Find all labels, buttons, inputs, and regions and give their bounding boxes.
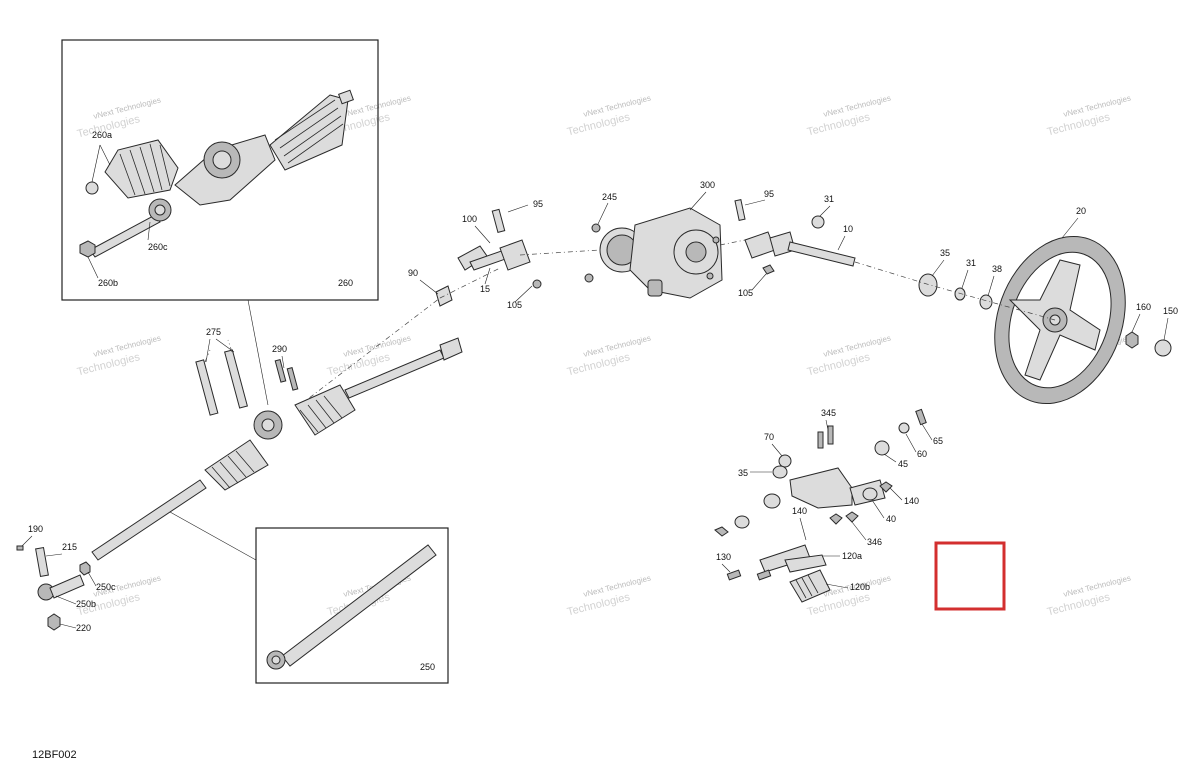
tie-rod-end [16, 545, 91, 631]
callout-260a: 260a [92, 130, 112, 140]
callout-250: 250 [420, 662, 435, 672]
callout-95-upper: 95 [764, 189, 774, 199]
callout-260b: 260b [98, 278, 118, 288]
steering-wheel-20 [994, 235, 1126, 405]
upper-shaft-10 [734, 199, 856, 275]
callout-45: 45 [898, 459, 908, 469]
detail-260-leader [247, 299, 269, 406]
callout-120b: 120b [850, 582, 870, 592]
callout-105-upper: 105 [738, 288, 753, 298]
callout-260c: 260c [148, 242, 168, 252]
callout-95: 95 [533, 199, 543, 209]
steering-rack-main [91, 337, 463, 561]
callout-220: 220 [76, 623, 91, 633]
assembly-centerline [299, 239, 1056, 406]
boot-260a [85, 139, 179, 199]
callout-290: 290 [272, 344, 287, 354]
callout-35-bracket: 35 [738, 468, 748, 478]
callout-275: 275 [206, 327, 221, 337]
callout-60: 60 [917, 449, 927, 459]
callout-90: 90 [408, 268, 418, 278]
callout-10: 10 [843, 224, 853, 234]
callout-300: 300 [700, 180, 715, 190]
callout-65: 65 [933, 436, 943, 446]
callout-105: 105 [507, 300, 522, 310]
steering-column-bracket [714, 408, 927, 537]
callout-38: 38 [992, 264, 1002, 274]
callout-100: 100 [462, 214, 477, 224]
callout-130: 130 [716, 552, 731, 562]
callout-346: 346 [867, 537, 882, 547]
callout-245: 245 [602, 192, 617, 202]
callout-31-wheel: 31 [966, 258, 976, 268]
diagram-code: 12BF002 [32, 749, 77, 761]
callout-140: 140 [904, 496, 919, 506]
callout-215: 215 [62, 542, 77, 552]
detail-box-250: 250 [255, 527, 449, 684]
callout-190: 190 [28, 524, 43, 534]
callout-345: 345 [821, 408, 836, 418]
callout-120a: 120a [842, 551, 862, 561]
rack-assembly-detail [174, 89, 354, 206]
bolt-centerlines [204, 339, 233, 363]
power-steering-unit-300 [584, 207, 723, 299]
callout-150: 150 [1163, 306, 1178, 316]
callout-35: 35 [940, 248, 950, 258]
highlight-box [934, 541, 1006, 611]
callout-70: 70 [764, 432, 774, 442]
detail-frame [61, 39, 379, 301]
callout-40: 40 [886, 514, 896, 524]
wheel-hardware [918, 273, 1172, 357]
intermediate-shaft [435, 208, 542, 307]
lower-shaft-120 [726, 544, 831, 603]
callout-260: 260 [338, 278, 353, 288]
callout-250b: 250b [76, 599, 96, 609]
callout-160: 160 [1136, 302, 1151, 312]
callout-31: 31 [824, 194, 834, 204]
callout-140-lower: 140 [792, 506, 807, 516]
callout-250c: 250c [96, 582, 116, 592]
callout-15: 15 [480, 284, 490, 294]
detail-box-260: 260a 260c 260b 260 [61, 39, 379, 301]
tie-rod-260c [89, 198, 172, 258]
callout-20: 20 [1076, 206, 1086, 216]
detail-frame [255, 527, 449, 684]
nut-260b [79, 240, 96, 258]
detail-250-leader [169, 511, 257, 561]
